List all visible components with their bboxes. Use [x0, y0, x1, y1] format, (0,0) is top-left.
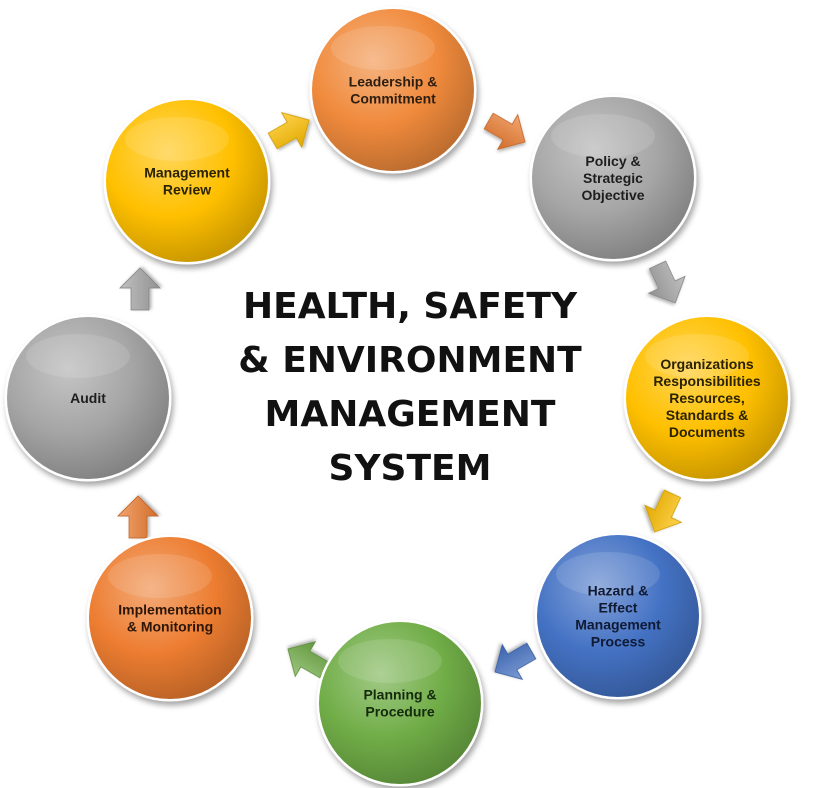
arrow-implementation-to-audit	[117, 495, 159, 539]
center-title-line-2: & ENVIRONMENT	[238, 340, 582, 381]
node-organizations-circle	[626, 317, 788, 479]
node-planning-label-line: Procedure	[365, 704, 434, 720]
node-leadership: Leadership &Commitment	[309, 6, 477, 174]
node-leadership-gloss	[331, 26, 435, 70]
arrow-planning-to-implementation	[287, 641, 330, 679]
node-hazard-circle	[537, 535, 699, 697]
node-management-review-label-line: Review	[163, 182, 211, 198]
arrow-policy-to-organizations	[647, 260, 686, 304]
node-organizations-label-line: Resources,	[669, 390, 744, 406]
node-implementation-label-line: Implementation	[118, 602, 221, 618]
node-planning-circle	[319, 622, 481, 784]
node-implementation-label-line: & Monitoring	[127, 619, 213, 635]
node-hazard-label-line: Management	[575, 617, 661, 633]
node-management-review-circle	[106, 100, 268, 262]
node-organizations-label-line: Documents	[669, 424, 745, 440]
node-organizations-label-line: Standards &	[666, 407, 748, 423]
node-organizations-label-line: Organizations	[660, 356, 754, 372]
node-hazard-label-line: Hazard &	[588, 583, 649, 599]
node-implementation-gloss	[108, 554, 212, 598]
node-planning-gloss	[338, 639, 442, 683]
node-policy-label-line: Policy &	[585, 153, 640, 169]
node-policy-label-line: Strategic	[583, 170, 643, 186]
node-audit: Audit	[4, 314, 172, 482]
arrow-audit-to-management-review	[119, 267, 161, 311]
node-audit-label-line: Audit	[70, 390, 106, 406]
node-hazard-label-line: Process	[591, 634, 646, 650]
node-management-review-label-line: Management	[144, 165, 230, 181]
node-organizations: OrganizationsResponsibilitiesResources,S…	[623, 314, 791, 482]
node-hazard-gloss	[556, 552, 660, 596]
node-audit-gloss	[26, 334, 130, 378]
node-implementation-circle	[89, 537, 251, 699]
node-policy-circle	[532, 97, 694, 259]
node-planning-label-line: Planning &	[363, 687, 436, 703]
node-audit-circle	[7, 317, 169, 479]
center-title-line-4: SYSTEM	[329, 448, 492, 489]
arrow-leadership-to-policy	[483, 112, 526, 150]
node-policy-gloss	[551, 114, 655, 158]
node-policy-label-line: Objective	[581, 187, 644, 203]
node-organizations-label-line: Responsibilities	[653, 373, 761, 389]
center-title-line-1: HEALTH, SAFETY	[243, 286, 578, 327]
node-hazard-label-line: Effect	[599, 600, 638, 616]
node-organizations-gloss	[645, 334, 749, 378]
node-implementation: Implementation& Monitoring	[86, 534, 254, 702]
arrow-hazard-to-planning	[494, 642, 537, 680]
node-management-review-gloss	[125, 117, 229, 161]
arrow-management-review-to-leadership	[267, 112, 310, 150]
node-leadership-label-line: Commitment	[350, 91, 436, 107]
node-leadership-circle	[312, 9, 474, 171]
arrow-organizations-to-hazard	[644, 489, 683, 533]
center-title-line-3: MANAGEMENT	[265, 394, 556, 435]
center-title: HEALTH, SAFETY & ENVIRONMENT MANAGEMENT …	[238, 286, 582, 489]
node-leadership-label-line: Leadership &	[349, 74, 438, 90]
arrow-layer	[117, 112, 686, 680]
node-planning: Planning &Procedure	[316, 619, 484, 787]
